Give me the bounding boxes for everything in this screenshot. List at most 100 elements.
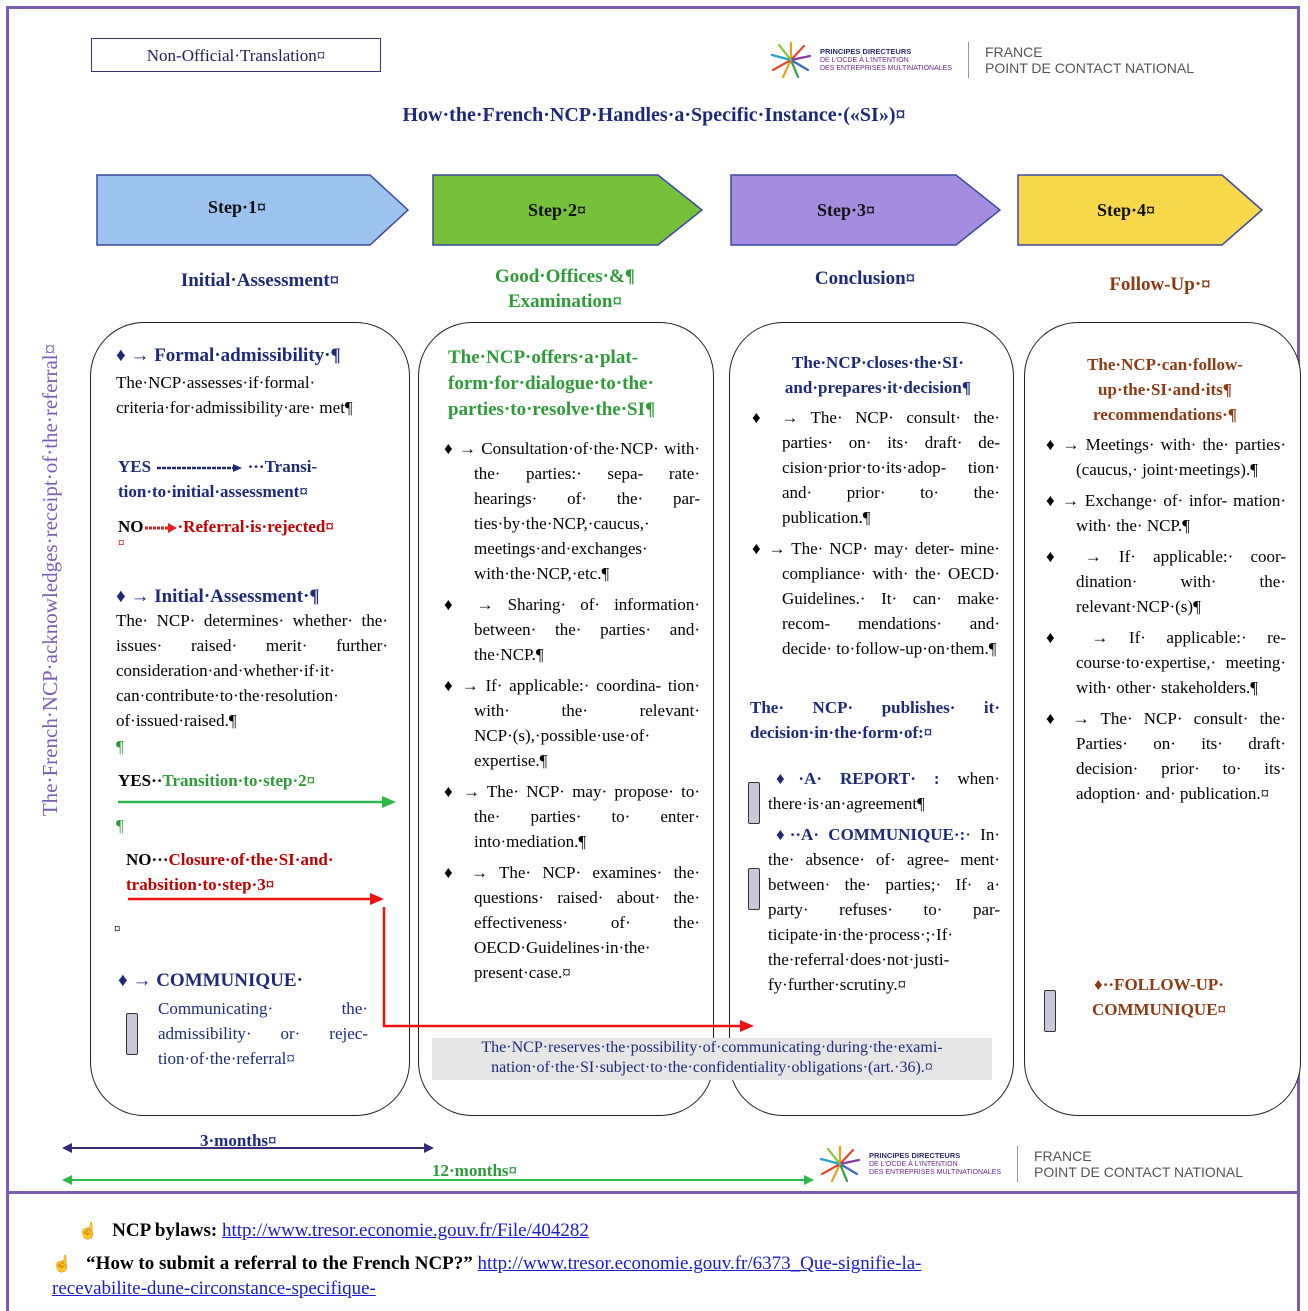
no-referral-mark: ¤	[118, 535, 125, 550]
confidentiality-note: The·NCP·reserves·the·possibility·of·comm…	[432, 1038, 992, 1080]
no-label-1: NO	[118, 517, 144, 536]
heading-conclusion: Conclusion¤	[814, 268, 916, 289]
col4-heading: The·NCP·can·follow- up·the·SI·and·its¶ r…	[1087, 355, 1243, 424]
no-referral-rejected: NO ·Referral·is·rejected¤	[118, 514, 398, 539]
column-1-box	[90, 322, 410, 1116]
logo-separator	[968, 42, 969, 78]
step-4-label: Step·4¤	[1097, 200, 1156, 220]
yes-label-2: YES··	[118, 771, 163, 790]
col2-bullet-2: ♦ → Sharing· of· information· between· t…	[444, 595, 700, 664]
logo-bottom-pd-line1: PRINCIPES DIRECTEURS	[869, 1150, 961, 1160]
step-1-label: Step·1¤	[208, 197, 267, 217]
logo-bottom-pd-line3: DES ENTREPRISES MULTINATIONALES	[869, 1168, 1001, 1176]
formal-admissibility-heading: ♦ → Formal·admissibility·¶	[116, 345, 341, 366]
column-4-box	[1024, 322, 1301, 1116]
three-months-label: 3·months¤	[200, 1131, 277, 1150]
step-3-label: Step·3¤	[817, 200, 876, 220]
logo-bottom: PRINCIPES DIRECTEURS DE L'OCDE À L'INTEN…	[817, 1144, 1243, 1184]
logo-pd-line3: DES ENTREPRISES MULTINATIONALES	[820, 64, 952, 72]
step-2-arrow	[432, 174, 704, 246]
col3-communique-text: · In· the· absence· of· agree- ment· bet…	[768, 825, 1001, 994]
logo-bottom-pd-line2: DE L'OCDE À L'INTENTION	[869, 1160, 958, 1168]
col3-report-text: when· there·is·an·agreement¶	[768, 769, 1000, 813]
logo-bottom-pcn: POINT DE CONTACT NATIONAL	[1034, 1164, 1243, 1180]
logo-bottom-france: FRANCE	[1034, 1148, 1092, 1164]
footer-frame	[6, 1194, 1300, 1311]
yes-transition-step2: YES··Transition·to·step·2¤	[118, 768, 398, 793]
twelve-months-label: 12·months¤	[432, 1161, 518, 1180]
scroll-icon	[126, 1013, 138, 1055]
hand-pointer-icon: ☝	[78, 1223, 98, 1240]
step-2-label: Step·2¤	[528, 200, 587, 220]
footer-submit: ☝ “How to submit a referral to the Frenc…	[52, 1252, 1292, 1301]
col2-bullets: ♦ → Consultation·of·the·NCP· with· the· …	[444, 436, 700, 991]
submit-link-continued[interactable]: recevabilite-dune-circonstance-specifiqu…	[52, 1278, 376, 1299]
pilcrow-2: ¶	[116, 816, 124, 835]
bylaws-link[interactable]: http://www.tresor.economie.gouv.fr/File/…	[221, 1220, 589, 1241]
translation-tag: Non-Official·Translation¤	[91, 38, 381, 72]
vertical-label: The·French·NCP·acknowledges·receipt·of·t…	[38, 343, 62, 817]
heading-good-offices-line2: Examination¤	[507, 291, 623, 312]
footer-bylaws: ☝ NCP bylaws: http://www.tresor.economie…	[78, 1219, 589, 1244]
col2-bullet-1: ♦ → Consultation·of·the·NCP· with· the· …	[444, 439, 700, 583]
heading-good-offices: Good·Offices·&¶ Examination¤	[420, 264, 710, 314]
logo-pd-line1: PRINCIPES DIRECTEURS	[820, 46, 912, 56]
no-label-2: NO···	[126, 850, 169, 869]
oecd-burst-icon	[819, 1145, 861, 1183]
col3-communique-label: ♦··A· COMMUNIQUE·:	[776, 825, 966, 844]
col4-bullet-1: ♦ → Meetings· with· the· parties· (caucu…	[1046, 435, 1286, 479]
no-referral-rejected-text: ·Referral·is·rejected¤	[177, 517, 334, 536]
diagram-title: How·the·French·NCP·Handles·a·Specific·In…	[402, 104, 906, 126]
heading-initial-assessment: Initial·Assessment¤	[180, 270, 340, 291]
submit-link[interactable]: http://www.tresor.economie.gouv.fr/6373_…	[477, 1253, 922, 1274]
communique-heading: ♦ → COMMUNIQUE·	[118, 970, 303, 991]
col3-communique: ♦··A· COMMUNIQUE·:· In· the· absence· of…	[768, 822, 1000, 997]
col2-heading: The·NCP·offers·a·plat- form·for·dialogue…	[448, 347, 656, 420]
col3-bullets: ♦ → The· NCP· consult· the· parties· on·…	[752, 405, 1000, 667]
submit-label: “How to submit a referral to the French …	[86, 1253, 473, 1274]
col4-bullets: ♦ → Meetings· with· the· parties· (caucu…	[1046, 432, 1286, 812]
logo-pcn: POINT DE CONTACT NATIONAL	[985, 60, 1194, 76]
col3-bullet-1: ♦ → The· NCP· consult· the· parties· on·…	[752, 408, 1000, 527]
col3-heading: The·NCP·closes·the·SI· and·prepares·it·d…	[784, 353, 972, 397]
logo-top: PRINCIPES DIRECTEURS DE L'OCDE À L'INTEN…	[768, 40, 1194, 80]
green-arrow-step2	[118, 796, 396, 808]
col3-bullet-2: ♦ → The· NCP· may· deter- mine· complian…	[752, 539, 1000, 658]
col4-bullet-4: ♦ → If· applicable:· re- course·to·exper…	[1046, 628, 1286, 697]
logo-bottom-separator	[1017, 1146, 1018, 1182]
step-arrows	[96, 174, 1264, 246]
communique-text: Communicating· the· admissibility· or· r…	[158, 999, 368, 1068]
col3-report-label: ♦·A· REPORT· :	[776, 769, 940, 788]
three-months-arrow	[62, 1143, 434, 1153]
oecd-burst-icon	[770, 41, 812, 79]
yes-transition-step2-text: Transition·to·step·2¤	[162, 771, 316, 790]
pilcrow-1: ¶	[116, 737, 124, 756]
logo-pd-line2: DE L'OCDE À L'INTENTION	[820, 56, 909, 64]
col4-follow-communique: ♦··FOLLOW-UP· COMMUNIQUE¤	[1091, 975, 1227, 1019]
currency-mark: ¤	[114, 921, 121, 936]
col3-report: ♦·A· REPORT· : when· there·is·an·agreeme…	[768, 766, 1000, 816]
arrow-right-red-icon	[144, 523, 177, 534]
col2-bullet-3: ♦ → If· applicable:· coordina- tion· wit…	[444, 676, 700, 770]
yes-label-1: YES	[118, 457, 152, 476]
report-scroll-icon	[748, 782, 760, 824]
logo-france: FRANCE	[985, 44, 1043, 60]
bylaws-label: NCP bylaws:	[112, 1220, 218, 1241]
no-closure-step3-text: Closure·of·the·SI·and· trabsition·to·ste…	[126, 850, 334, 894]
hand-pointer-icon: ☝	[52, 1256, 72, 1273]
formal-admissibility-text: The·NCP·assesses·if·formal· criteria·for…	[116, 373, 353, 417]
step-4-arrow	[1017, 174, 1264, 246]
heading-follow-up: Follow-Up·¤	[1109, 274, 1211, 295]
yes-transition-initial-text: ···Transi- tion·to·initial·assessment¤	[118, 457, 318, 501]
initial-assessment-text: The· NCP· determines· whether· the· issu…	[116, 611, 388, 730]
col4-bullet-5: ♦ → The· NCP· consult· the· Parties· on·…	[1046, 709, 1286, 803]
step-3-arrow	[730, 174, 1002, 246]
initial-assessment-heading: ♦ → Initial·Assessment·¶	[116, 586, 320, 607]
twelve-months-arrow	[62, 1175, 814, 1185]
no-closure-step3: NO···Closure·of·the·SI·and· trabsition·t…	[126, 847, 396, 897]
follow-scroll-icon	[1044, 990, 1056, 1032]
col4-bullet-3: ♦ → If· applicable:· coor- dination· wit…	[1046, 547, 1286, 616]
yes-transition-initial: YES ···Transi- tion·to·initial·assessmen…	[118, 454, 398, 504]
col2-bullet-5: ♦ → The· NCP· examines· the· questions· …	[444, 863, 700, 982]
arrow-right-icon	[157, 464, 243, 473]
